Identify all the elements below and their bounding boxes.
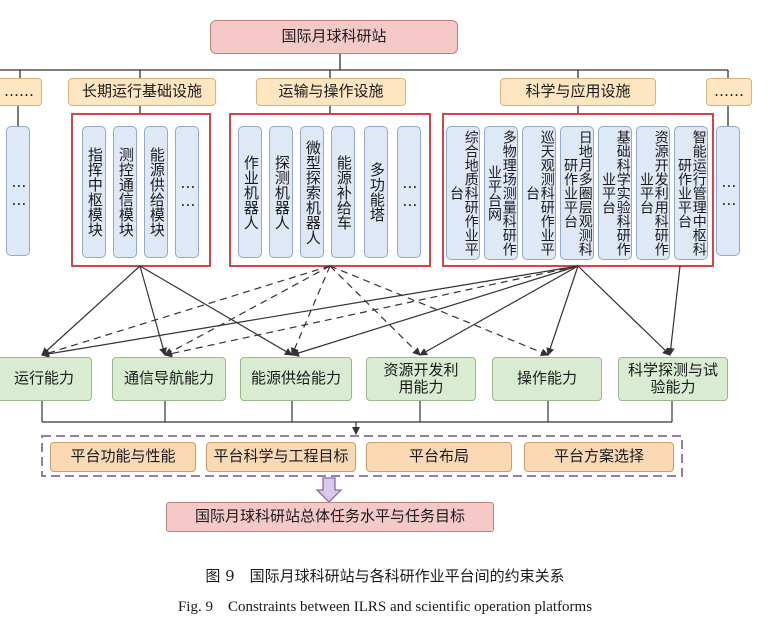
item-label: ……: [178, 174, 197, 210]
transport-category: 运输与操作设施: [256, 78, 406, 106]
science-item: 综合地质科研作业平台: [446, 126, 480, 260]
item-label: 巡天观测科研作业平台: [524, 130, 555, 256]
item-label: 多功能塔: [367, 162, 386, 222]
item-label: 测控通信模块: [116, 147, 135, 237]
long-term-item: 测控通信模块: [113, 126, 137, 258]
long-term-item: 能源供给模块: [144, 126, 168, 258]
science-item: 巡天观测科研作业平台: [522, 126, 556, 260]
platform-label: 平台方案选择: [553, 447, 644, 466]
item-label: 能源供给模块: [147, 147, 166, 237]
long-term-category: 长期运行基础设施: [68, 78, 216, 106]
platform-box: 平台科学与工程目标: [206, 442, 356, 472]
tree-lines: [0, 53, 729, 126]
item-label: 能源补给车: [334, 154, 353, 230]
capability-label: 操作能力: [516, 369, 577, 388]
science-category: 科学与应用设施: [500, 78, 656, 106]
item-label: 智能运行管理中枢科研作业平台: [676, 130, 707, 256]
long-term-item: 指挥中枢模块: [82, 126, 106, 258]
final-goal-label: 国际月球科研站总体任务水平与任务目标: [194, 507, 465, 526]
ellipsis-label: ……: [714, 82, 744, 101]
platform-box: 平台功能与性能: [50, 442, 196, 472]
capability-box: 运行能力: [0, 357, 92, 401]
dashed-arrows: [41, 265, 579, 358]
capability-box: 通信导航能力: [112, 357, 226, 401]
ellipsis-label: ……: [9, 173, 28, 209]
capability-label: 资源开发利用能力: [383, 360, 459, 396]
capability-merge-lines: [41, 401, 673, 435]
right-side-ellipsis-column: ……: [716, 126, 740, 256]
science-item: 日地月多圈层观测科研作业平台: [560, 126, 594, 260]
science-item: 智能运行管理中枢科研作业平台: [674, 126, 708, 260]
capability-box: 能源供给能力: [240, 357, 352, 401]
item-label: 微型探索机器人: [303, 139, 322, 245]
capability-box: 操作能力: [492, 357, 602, 401]
transport-item: ……: [397, 126, 421, 258]
item-label: 指挥中枢模块: [85, 147, 104, 237]
long-term-label: 长期运行基础设施: [81, 82, 202, 101]
item-label: ……: [400, 174, 419, 210]
transport-item: 多功能塔: [364, 126, 388, 258]
science-label: 科学与应用设施: [525, 82, 631, 101]
platform-label: 平台布局: [408, 447, 469, 466]
transport-item: 作业机器人: [238, 126, 262, 258]
platform-label: 平台功能与性能: [70, 447, 176, 466]
science-item: 资源开发利用科研作业平台: [636, 126, 670, 260]
transport-item: 探测机器人: [269, 126, 293, 258]
capability-box: 资源开发利用能力: [366, 357, 476, 401]
capability-label: 能源供给能力: [250, 369, 341, 388]
platform-group-dashed-border: [41, 435, 683, 477]
item-label: 探测机器人: [272, 154, 291, 230]
figure-caption-chinese: 图 9 国际月球科研站与各科研作业平台间的约束关系: [205, 567, 565, 585]
down-hollow-arrow: [315, 477, 343, 503]
item-label: 多物理场测量科研作业平台网: [486, 130, 517, 256]
left-ellipsis-category: ……: [0, 78, 42, 106]
transport-label: 运输与操作设施: [278, 82, 384, 101]
science-item: 多物理场测量科研作业平台网: [484, 126, 518, 260]
capability-label: 科学探测与试验能力: [627, 360, 718, 396]
capability-label: 通信导航能力: [123, 369, 214, 388]
capability-label: 运行能力: [13, 369, 74, 388]
item-label: 综合地质科研作业平台: [448, 130, 479, 256]
transport-item: 微型探索机器人: [300, 126, 324, 258]
item-label: 日地月多圈层观测科研作业平台: [562, 130, 593, 256]
final-goal-box: 国际月球科研站总体任务水平与任务目标: [166, 502, 494, 532]
item-label: 作业机器人: [241, 154, 260, 230]
ilrs-title: 国际月球科研站: [281, 27, 387, 46]
solid-arrows: [41, 265, 681, 358]
right-ellipsis-category: ……: [706, 78, 752, 106]
item-label: 基础科学实验科研作业平台: [600, 130, 631, 256]
platform-label: 平台科学与工程目标: [213, 447, 349, 466]
platform-box: 平台布局: [366, 442, 512, 472]
capability-box: 科学探测与试验能力: [618, 357, 728, 401]
ellipsis-label: ……: [4, 82, 34, 101]
figure-caption-english: Fig. 9 Constraints between ILRS and scie…: [177, 599, 593, 615]
long-term-item: ……: [175, 126, 199, 258]
transport-item: 能源补给车: [331, 126, 355, 258]
platform-box: 平台方案选择: [524, 442, 674, 472]
item-label: 资源开发利用科研作业平台: [638, 130, 669, 256]
science-item: 基础科学实验科研作业平台: [598, 126, 632, 260]
ilrs-title-box: 国际月球科研站: [210, 20, 458, 54]
ellipsis-label: ……: [719, 173, 738, 209]
left-side-ellipsis-column: ……: [6, 126, 30, 256]
